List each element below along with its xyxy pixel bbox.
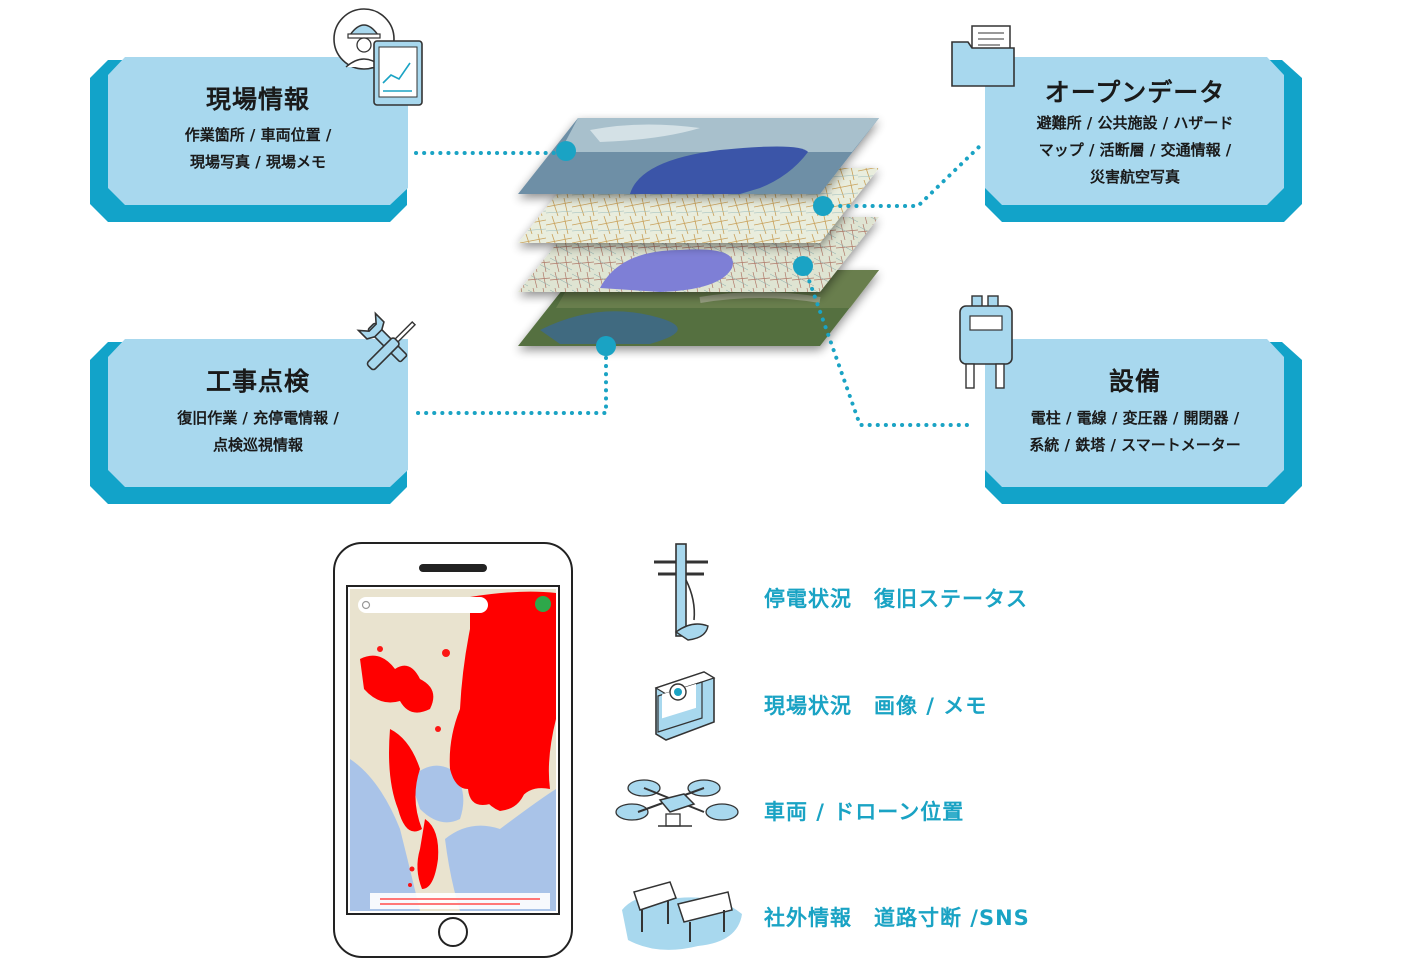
legend-text-vehicle: 車両 / ドローン位置 — [764, 800, 965, 824]
smart-meter-icon — [959, 295, 1013, 389]
card-body-genba: 作業箇所 / 車両位置 / 現場写真 / 現場メモ — [108, 122, 408, 176]
drone-icon — [615, 779, 739, 827]
wrench-screwdriver-icon — [356, 311, 417, 371]
card-line: 点検巡視情報 — [212, 436, 303, 454]
worker-tablet-icon — [333, 8, 423, 106]
legend-text-external: 社外情報 道路寸断 /SNS — [764, 906, 1030, 930]
broken-road-icon — [622, 881, 742, 950]
card-title-genba: 現場情報 — [205, 85, 310, 114]
card-line: 災害航空写真 — [1089, 168, 1180, 186]
card-body-kouji: 復旧作業 / 充停電情報 / 点検巡視情報 — [108, 405, 408, 459]
legend-text-outage: 停電状況 復旧ステータス — [764, 587, 1028, 611]
card-line: 現場写真 / 現場メモ — [190, 153, 326, 171]
card-line: 作業箇所 / 車両位置 / — [184, 126, 332, 144]
camera-icon — [654, 671, 716, 741]
card-title-opendata: オープンデータ — [1044, 78, 1226, 107]
card-title-kouji: 工事点検 — [205, 367, 310, 396]
card-body-setsubi: 電柱 / 電線 / 変圧器 / 開閉器 / 系統 / 鉄塔 / スマートメーター — [985, 405, 1285, 459]
card-line: マップ / 活断層 / 交通情報 / — [1038, 141, 1232, 159]
legend-text-site: 現場状況 画像 / メモ — [764, 694, 988, 718]
card-line: 電柱 / 電線 / 変圧器 / 開閉器 / — [1030, 409, 1240, 427]
phone-outage-map — [350, 589, 556, 911]
card-line: 避難所 / 公共施設 / ハザード — [1036, 114, 1234, 132]
card-line: 復旧作業 / 充停電情報 / — [177, 409, 339, 427]
card-title-setsubi: 設備 — [1108, 367, 1161, 396]
card-line: 系統 / 鉄塔 / スマートメーター — [1029, 436, 1241, 454]
card-body-opendata: 避難所 / 公共施設 / ハザード マップ / 活断層 / 交通情報 / 災害航… — [985, 110, 1285, 191]
utility-pole-icon — [654, 543, 709, 641]
fax-folder-icon — [951, 25, 1015, 87]
